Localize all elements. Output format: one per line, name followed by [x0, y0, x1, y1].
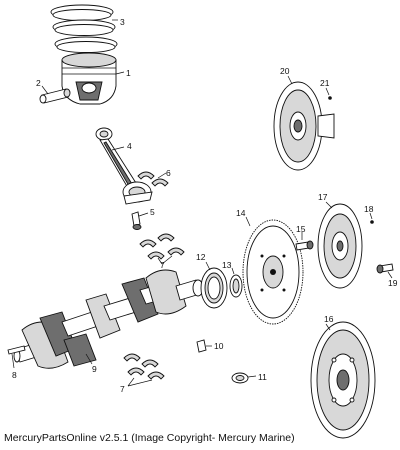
callout-21: 21 — [320, 78, 330, 88]
small-pin[interactable] — [370, 220, 374, 224]
callout-9: 9 — [92, 364, 97, 374]
flywheel-bolt[interactable] — [295, 240, 314, 251]
rod-bearings[interactable] — [137, 171, 169, 187]
piston-rings[interactable] — [50, 4, 118, 53]
callout-18: 18 — [364, 204, 374, 214]
callout-15: 15 — [296, 224, 306, 234]
callout-11: 11 — [258, 372, 267, 382]
callout-17: 17 — [318, 192, 328, 202]
callout-12: 12 — [196, 252, 206, 262]
flywheel[interactable] — [242, 219, 304, 325]
locating-pin[interactable] — [328, 96, 332, 100]
callout-20: 20 — [280, 66, 290, 76]
coupler-bolt[interactable] — [376, 263, 394, 274]
callout-7-lower: 7 — [120, 384, 125, 394]
callout-3: 3 — [120, 17, 125, 27]
callout-2: 2 — [36, 78, 41, 88]
drive-coupler-plate[interactable] — [317, 203, 363, 289]
rear-main-seal[interactable] — [200, 267, 228, 309]
image-caption: MercuryPartsOnline v2.5.1 (Image Copyrig… — [4, 432, 295, 444]
main-bearings-lower[interactable] — [123, 353, 165, 380]
callout-14: 14 — [236, 208, 246, 218]
piston[interactable] — [61, 52, 117, 105]
callout-13: 13 — [222, 260, 232, 270]
callout-7-upper: 7 — [160, 260, 165, 270]
rod-bolt[interactable] — [131, 211, 142, 230]
callout-5: 5 — [150, 207, 155, 217]
crankshaft[interactable] — [13, 269, 204, 369]
dowel-pin[interactable] — [7, 345, 26, 355]
thrust-washer[interactable] — [231, 372, 249, 384]
piston-pin[interactable] — [39, 88, 71, 104]
callout-4: 4 — [127, 141, 132, 151]
callout-19: 19 — [388, 278, 398, 288]
spacer-ring[interactable] — [229, 274, 243, 298]
connecting-rod[interactable] — [95, 127, 153, 205]
callout-6: 6 — [166, 168, 171, 178]
damper-plate[interactable] — [310, 321, 376, 439]
callout-10: 10 — [214, 341, 224, 351]
callout-1: 1 — [126, 68, 131, 78]
callout-16: 16 — [324, 314, 334, 324]
callout-8: 8 — [12, 370, 17, 380]
alignment-pin[interactable] — [196, 339, 207, 353]
main-bearings-upper[interactable] — [139, 233, 185, 260]
drive-coupler[interactable] — [273, 81, 335, 171]
